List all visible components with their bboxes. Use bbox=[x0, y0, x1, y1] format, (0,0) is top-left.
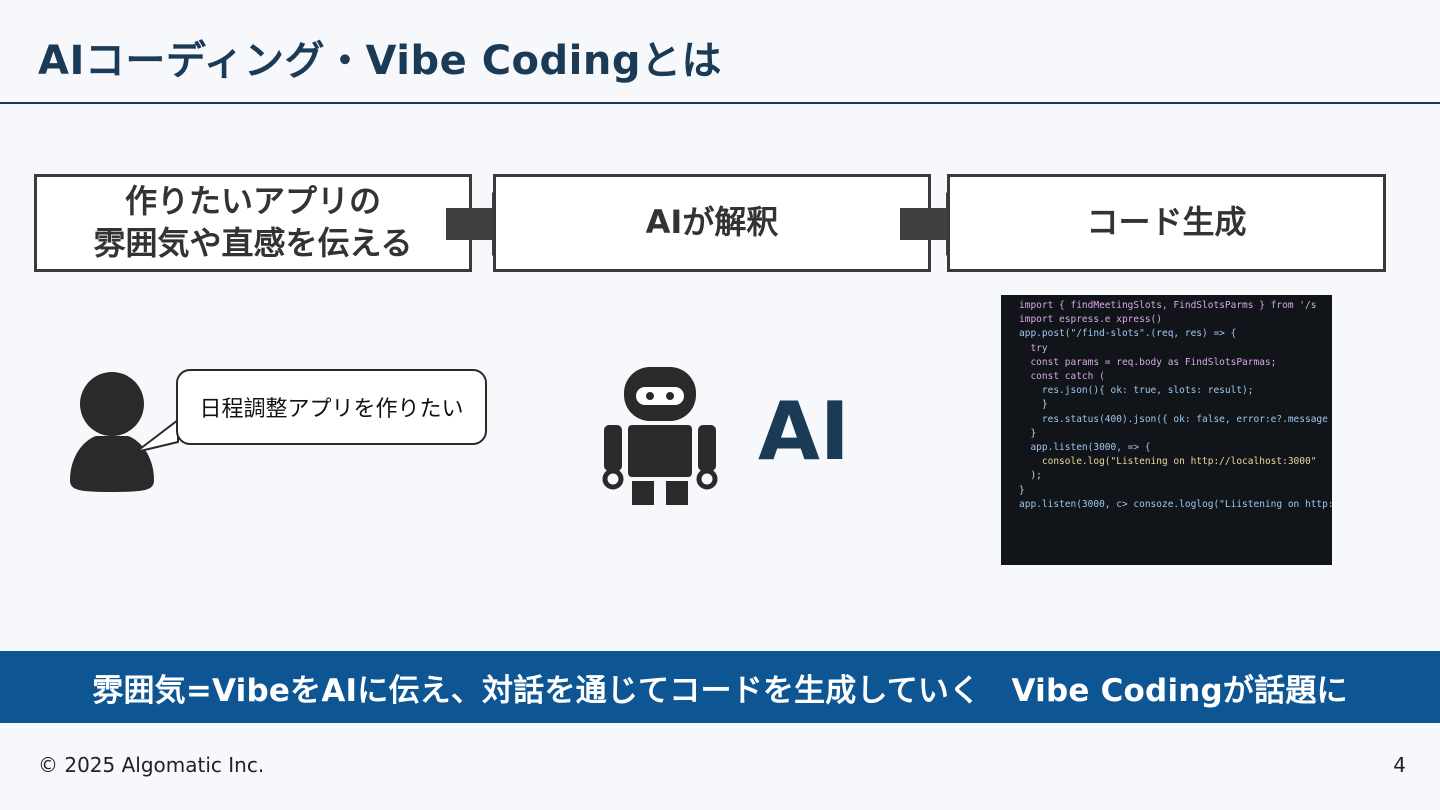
code-line: app.post("/find-slots".(req, res) => { bbox=[1019, 328, 1237, 340]
code-line: import espress.e xpress() bbox=[1019, 314, 1162, 326]
code-line: ); bbox=[1019, 470, 1042, 482]
code-line: try bbox=[1019, 342, 1048, 354]
copyright: © 2025 Algomatic Inc. bbox=[38, 753, 265, 777]
step-ai-interprets-label: AIが解釈 bbox=[645, 203, 779, 242]
step-convey-vibe-label: 作りたいアプリの 雰囲気や直感を伝える bbox=[93, 182, 413, 262]
code-snippet: import { findMeetingSlots, FindSlotsParm… bbox=[1001, 295, 1332, 565]
title-divider bbox=[0, 102, 1440, 104]
step-ai-interprets: AIが解釈 bbox=[493, 174, 931, 272]
speech-bubble-text: 日程調整アプリを作りたい bbox=[199, 397, 464, 422]
code-line: } bbox=[1019, 484, 1025, 496]
code-line: const catch ( bbox=[1019, 371, 1105, 383]
speech-bubble: 日程調整アプリを作りたい bbox=[176, 369, 487, 445]
code-line: console.log("Listening on http://localho… bbox=[1019, 456, 1317, 468]
summary-banner-text: 雰囲気=VibeをAIに伝え、対話を通じてコードを生成していく Vibe Cod… bbox=[92, 672, 1348, 709]
code-line: app.listen(3000, => { bbox=[1019, 442, 1151, 454]
ai-label: AI bbox=[758, 385, 850, 478]
code-line: app.listen(3000, c> consoze.loglog("Liis… bbox=[1019, 498, 1332, 510]
step-code-generation: コード生成 bbox=[947, 174, 1386, 272]
code-line: res.json(){ ok: true, slots: result); bbox=[1019, 385, 1254, 397]
code-line: } bbox=[1019, 427, 1037, 439]
code-line: import { findMeetingSlots, FindSlotsParm… bbox=[1019, 300, 1317, 311]
slide-title: AIコーディング・Vibe Codingとは bbox=[38, 38, 722, 84]
step-code-generation-label: コード生成 bbox=[1086, 203, 1247, 242]
code-line: } bbox=[1019, 399, 1048, 411]
code-line: const params = req.body as FindSlotsParm… bbox=[1019, 356, 1277, 368]
robot-icon bbox=[602, 367, 718, 505]
person-icon bbox=[70, 372, 154, 492]
summary-banner: 雰囲気=VibeをAIに伝え、対話を通じてコードを生成していく Vibe Cod… bbox=[0, 651, 1440, 723]
code-line: res.status(400).json({ ok: false, error:… bbox=[1019, 413, 1332, 425]
page-number: 4 bbox=[1393, 753, 1406, 777]
step-convey-vibe: 作りたいアプリの 雰囲気や直感を伝える bbox=[34, 174, 472, 272]
